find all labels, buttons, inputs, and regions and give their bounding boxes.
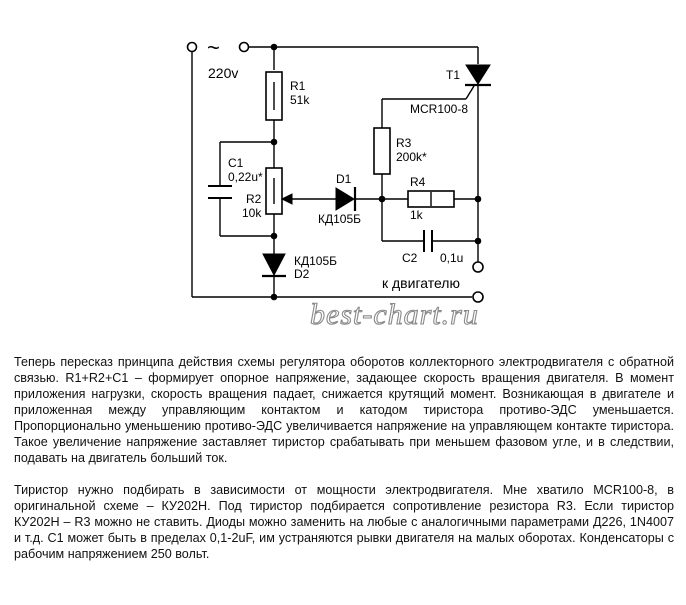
d2-name: D2: [294, 267, 310, 281]
r1-name: R1: [290, 79, 306, 93]
wiper-arrow-icon: [280, 193, 293, 205]
thyristor-t1: [465, 64, 491, 87]
r3-name: R3: [396, 136, 412, 150]
motor-terminal-bottom: [472, 291, 484, 303]
diode-d1: [335, 187, 357, 211]
circuit-schematic: ~ 220v R1 51k C1 0,22u* R2 10k D1 КД105Б…: [186, 35, 491, 332]
ac-terminal-left: [186, 41, 198, 53]
d1-type: КД105Б: [318, 212, 361, 226]
ac-terminal-right: [238, 41, 250, 53]
terminals: [186, 41, 484, 303]
capacitor-c2: [423, 230, 433, 252]
voltage-label: 220v: [208, 65, 238, 81]
motor-terminal-top: [472, 261, 484, 273]
c2-value: 0,1u: [440, 251, 463, 265]
resistor-r1: [265, 71, 283, 121]
description-text: Теперь пересказ принципа действия схемы …: [14, 354, 674, 578]
c1-value: 0,22u*: [228, 170, 263, 184]
t1-name: T1: [446, 68, 460, 82]
junction-dots: [270, 43, 482, 301]
r4-name: R4: [410, 175, 426, 189]
capacitor-c1: [208, 185, 232, 199]
resistor-r4: [407, 190, 455, 208]
c2-name: C2: [402, 251, 418, 265]
description-paragraph-1: Теперь пересказ принципа действия схемы …: [14, 355, 674, 465]
d2-type: КД105Б: [294, 254, 337, 268]
r4-value: 1k: [410, 208, 424, 222]
r2-name: R2: [246, 192, 262, 206]
r2-value: 10k: [242, 206, 262, 220]
resistor-r3: [373, 127, 391, 175]
motor-label: к двигателю: [382, 275, 460, 291]
c1-name: C1: [228, 156, 244, 170]
component-labels: ~ 220v R1 51k C1 0,22u* R2 10k D1 КД105Б…: [207, 35, 468, 291]
d1-name: D1: [336, 172, 352, 186]
description-paragraph-2: Тиристор нужно подбирать в зависимости о…: [14, 483, 674, 561]
r1-value: 51k: [290, 93, 310, 107]
diode-d2: [262, 253, 286, 278]
t1-type: MCR100-8: [410, 102, 468, 116]
watermark: best-chart.ru: [310, 298, 479, 331]
ac-symbol: ~: [207, 35, 220, 60]
r3-value: 200k*: [396, 150, 427, 164]
potentiometer-r2: [265, 167, 293, 215]
